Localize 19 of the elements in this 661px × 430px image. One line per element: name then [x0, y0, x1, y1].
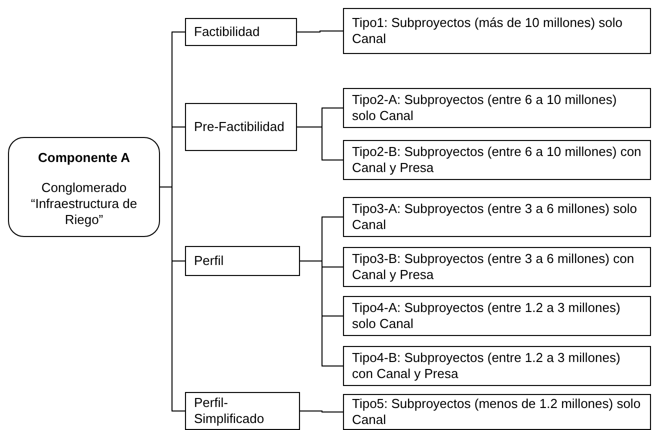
- heading: Componente A: [38, 150, 130, 166]
- process-box: Tipo2-B: Subproyectos (entre 6 a 10 millones) con Canal y Presa: [343, 140, 651, 180]
- process-box: Tipo3-B: Subproyectos (entre 3 a 6 millones) con Canal y Presa: [343, 247, 651, 287]
- connector-line: [300, 410, 344, 412]
- process-box: Tipo2-A: Subproyectos (entre 6 a 10 millones) solo Canal: [343, 88, 651, 128]
- connector-line: [160, 186, 186, 412]
- process-box: Tipo5: Subproyectos (menos de 1.2 millones) solo Canal: [343, 394, 651, 430]
- connector-line: [296, 30, 344, 32]
- connector-line: [300, 260, 344, 366]
- connector-line: [296, 126, 344, 160]
- process-box: Pre-Factibilidad: [185, 103, 297, 151]
- process-box: Tipo4-B: Subproyectos (entre 1.2 a 3 millones) con Canal y Presa: [343, 346, 651, 386]
- process-box: Tipo1: Subproyectos (más de 10 millones) solo Canal: [343, 8, 651, 54]
- process-box: Tipo4-A: Subproyectos (entre 1.2 a 3 millones) solo Canal: [343, 296, 651, 336]
- process-box: Tipo3-A: Subproyectos (entre 3 a 6 millones) solo Canal: [343, 197, 651, 237]
- process-box: Perfil-Simplificado: [185, 392, 300, 430]
- process-box: Perfil: [185, 246, 300, 276]
- description: Conglomerado “Infraestructura de Riego”: [30, 180, 138, 228]
- process-box: Factibilidad: [185, 18, 297, 46]
